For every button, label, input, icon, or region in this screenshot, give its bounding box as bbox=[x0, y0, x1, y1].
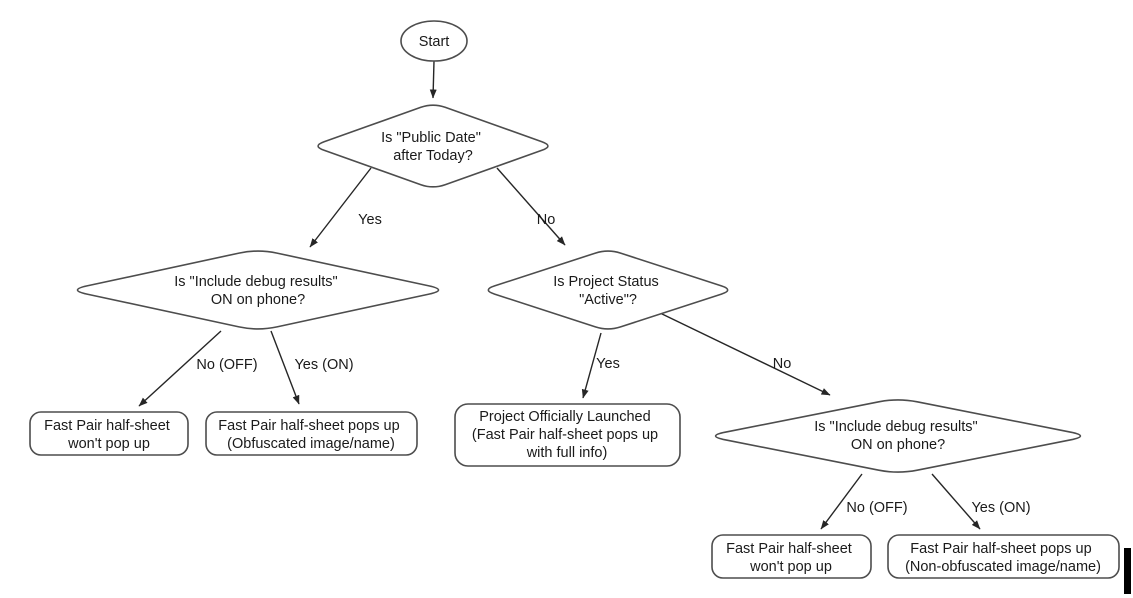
node-outcome-obfuscated: Fast Pair half-sheet pops up (Obfuscated… bbox=[205, 411, 418, 456]
edge-label-project-status-yes: Yes bbox=[596, 356, 620, 372]
node-outcome-launched: Project Officially Launched (Fast Pair h… bbox=[454, 403, 681, 467]
decision-public-date-label: Is "Public Date" after Today? bbox=[381, 130, 485, 164]
edge-label-project-status-no: No bbox=[773, 356, 792, 372]
node-outcome-no-popup-right: Fast Pair half-sheet won't pop up bbox=[711, 534, 872, 579]
outcome-non-obfuscated-label: Fast Pair half-sheet pops up (Non-obfusc… bbox=[905, 541, 1101, 575]
outcome-obfuscated-label: Fast Pair half-sheet pops up (Obfuscated… bbox=[218, 418, 403, 452]
outcome-box bbox=[205, 411, 418, 456]
edge-start-to-public-date bbox=[429, 60, 437, 99]
edges bbox=[138, 60, 981, 530]
node-decision-debug-right: Is "Include debug results" ON on phone? bbox=[714, 399, 1082, 473]
outcome-no-popup-right-label: Fast Pair half-sheet won't pop up bbox=[726, 541, 856, 575]
edge-debug-left-yes bbox=[270, 330, 300, 405]
edge-label-public-date-yes: Yes bbox=[358, 212, 382, 228]
decision-diamond bbox=[317, 104, 549, 188]
edge-label-debug-right-yes: Yes (ON) bbox=[971, 500, 1030, 516]
text-cursor-artifact bbox=[1124, 548, 1131, 594]
decision-diamond bbox=[76, 250, 440, 330]
edge-debug-left-no bbox=[138, 330, 222, 407]
outcome-box bbox=[454, 403, 681, 467]
outcome-box bbox=[887, 534, 1120, 579]
start-ellipse bbox=[400, 20, 468, 62]
outcome-launched-label: Project Officially Launched (Fast Pair h… bbox=[472, 409, 662, 461]
decision-debug-left-label: Is "Include debug results" ON on phone? bbox=[174, 274, 341, 308]
node-decision-project-status: Is Project Status "Active"? bbox=[487, 250, 729, 330]
edge-public-date-no bbox=[496, 167, 566, 246]
decision-diamond bbox=[487, 250, 729, 330]
node-start: Start bbox=[400, 20, 468, 62]
decision-diamond bbox=[714, 399, 1082, 473]
edge-debug-right-no bbox=[820, 473, 863, 530]
node-outcome-non-obfuscated: Fast Pair half-sheet pops up (Non-obfusc… bbox=[887, 534, 1120, 579]
outcome-box bbox=[29, 411, 189, 456]
edge-project-status-no bbox=[659, 312, 831, 396]
edge-label-debug-left-no: No (OFF) bbox=[196, 357, 257, 373]
node-decision-public-date: Is "Public Date" after Today? bbox=[317, 104, 549, 188]
decision-debug-right-label: Is "Include debug results" ON on phone? bbox=[814, 419, 981, 453]
start-label: Start bbox=[419, 34, 450, 50]
edge-project-status-yes bbox=[581, 332, 602, 399]
node-decision-debug-left: Is "Include debug results" ON on phone? bbox=[76, 250, 440, 330]
edge-debug-right-yes bbox=[931, 473, 981, 530]
edge-label-debug-right-no: No (OFF) bbox=[846, 500, 907, 516]
outcome-box bbox=[711, 534, 872, 579]
edge-label-public-date-no: No bbox=[537, 212, 556, 228]
node-outcome-no-popup-left: Fast Pair half-sheet won't pop up bbox=[29, 411, 189, 456]
edge-labels: Yes No No (OFF) Yes (ON) Yes No No (OFF)… bbox=[196, 212, 1030, 516]
edge-public-date-yes bbox=[309, 167, 372, 248]
outcome-no-popup-left-label: Fast Pair half-sheet won't pop up bbox=[44, 418, 174, 452]
decision-project-status-label: Is Project Status "Active"? bbox=[553, 274, 663, 308]
edge-label-debug-left-yes: Yes (ON) bbox=[294, 357, 353, 373]
